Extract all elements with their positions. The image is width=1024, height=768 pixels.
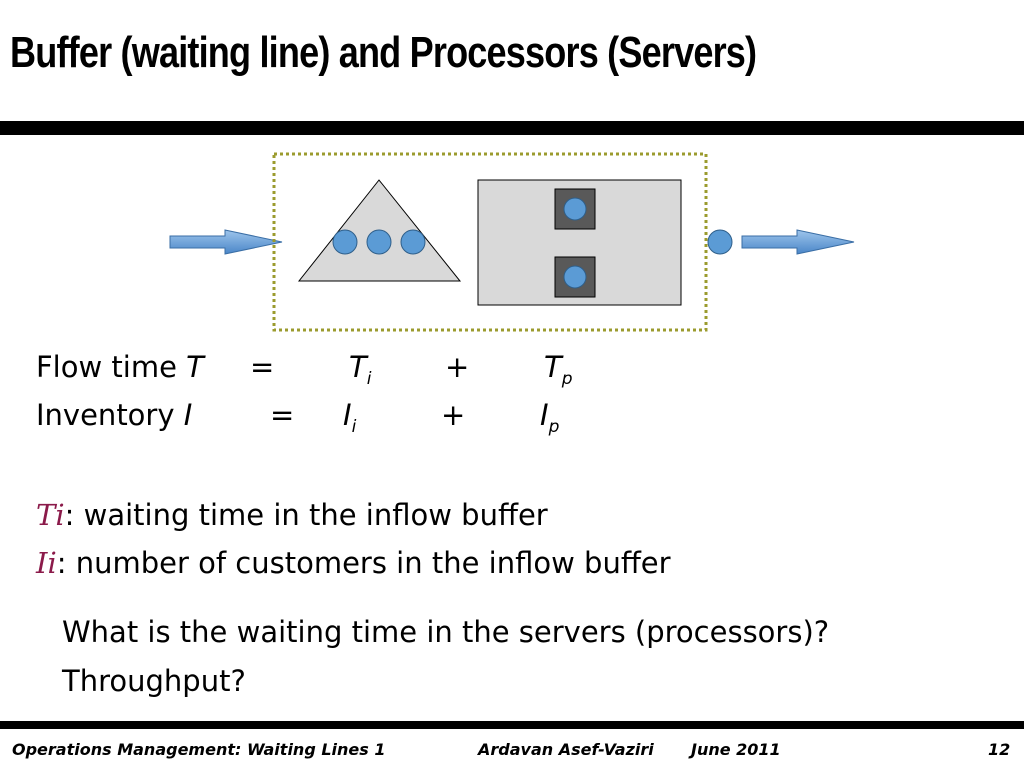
flow-term-1-symbol: T	[349, 350, 367, 384]
flow-eq-sign: =	[250, 350, 275, 384]
buffer-customer-1	[332, 229, 358, 255]
flow-time-label: Flow time	[36, 350, 177, 384]
footer-course: Operations Management: Waiting Lines 1	[12, 740, 386, 759]
inventory-term-2: Ip	[540, 398, 559, 437]
server-1-customer	[563, 197, 587, 221]
title-divider	[0, 121, 1024, 135]
question-waiting-time: What is the waiting time in the servers …	[62, 615, 830, 649]
inventory-term-2-sub: p	[548, 417, 560, 437]
question-throughput: Throughput?	[62, 664, 246, 698]
flow-term-1: Ti	[349, 350, 371, 389]
flow-plus: +	[445, 350, 470, 384]
inventory-equation: Inventory I	[36, 398, 192, 432]
footer-author: Ardavan Asef-Vaziri	[478, 740, 654, 759]
inventory-term-2-symbol: I	[540, 398, 549, 432]
inventory-term-1-symbol: I	[343, 398, 352, 432]
footer-divider	[0, 721, 1024, 729]
process-boundary	[272, 152, 708, 332]
definition-ii: Ii: number of customers in the inflow bu…	[36, 546, 671, 580]
definition-ti-text: : waiting time in the inflow buffer	[64, 498, 548, 532]
footer-page-number: 12	[988, 740, 1011, 759]
definition-ti: Ti: waiting time in the inflow buffer	[36, 498, 548, 532]
flow-term-2-symbol: T	[544, 350, 562, 384]
inventory-term-1: Ii	[343, 398, 356, 437]
definition-ti-symbol: Ti	[36, 498, 65, 532]
flow-time-var: T	[186, 350, 204, 384]
flow-time-equation: Flow time T	[36, 350, 204, 384]
inventory-plus: +	[441, 398, 466, 432]
buffer-customer-2	[366, 229, 392, 255]
flow-term-1-sub: i	[366, 369, 372, 389]
queue-diagram	[169, 152, 855, 332]
flow-term-2: Tp	[544, 350, 573, 389]
definition-ii-symbol: Ii	[36, 546, 57, 580]
inflow-arrow	[169, 229, 283, 255]
flow-term-2-sub: p	[561, 369, 573, 389]
inventory-var: I	[183, 398, 193, 432]
inventory-eq-sign: =	[270, 398, 295, 432]
definition-ii-text: : number of customers in the inflow buff…	[56, 546, 671, 580]
buffer-customer-3	[400, 229, 426, 255]
slide-title: Buffer (waiting line) and Processors (Se…	[10, 28, 757, 77]
outflow-arrow	[741, 229, 855, 255]
footer-date: June 2011	[691, 740, 781, 759]
departing-customer	[707, 229, 733, 255]
server-2-customer	[563, 265, 587, 289]
inventory-term-1-sub: i	[351, 417, 357, 437]
inventory-label: Inventory	[36, 398, 175, 432]
